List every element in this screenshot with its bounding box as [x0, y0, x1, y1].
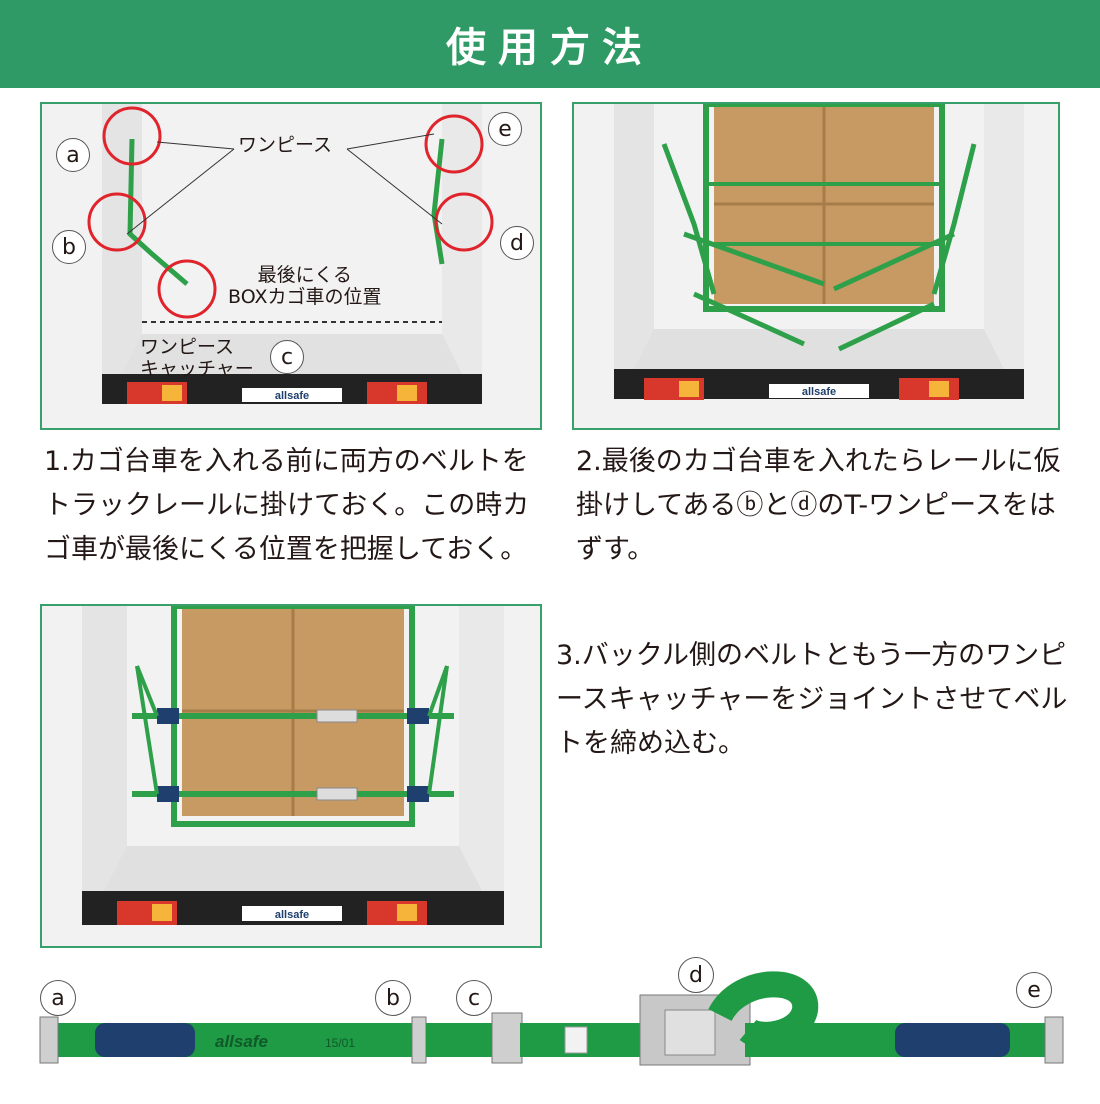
header-banner: 使用方法 [0, 0, 1100, 88]
step3-illustration: allsafe [40, 604, 542, 948]
badge-b: b [52, 230, 86, 264]
label-last-position: 最後にくる BOXカゴ車の位置 [228, 264, 382, 308]
strap-sleeve-right [895, 1023, 1010, 1057]
cage-cart [703, 104, 945, 312]
step1-text: 1.カゴ台車を入れる前に両方のベルトをトラックレールに掛けておく。この時カゴ車が… [44, 446, 530, 565]
highlight-e [424, 114, 484, 174]
strap-badge-b: b [375, 980, 411, 1016]
highlight-a [102, 106, 162, 166]
truck-empty-illustration: allsafe [42, 104, 540, 428]
highlight-c [157, 259, 217, 319]
strap-sleeve-left [95, 1023, 195, 1057]
ratchet-strap-illustration: allsafe 15/01 [39, 971, 1064, 1066]
step3-text: 3.バックル側のベルトともう一方のワンピースキャッチャーをジョイントさせてベルト… [556, 640, 1068, 759]
highlight-b [87, 192, 147, 252]
step2-text: 2.最後のカゴ台車を入れたらレールに仮掛けしてあるⓑとⓓのT-ワンピースをはずす… [576, 446, 1061, 565]
highlight-d [434, 192, 494, 252]
strap-brand: allsafe [215, 1032, 268, 1051]
page-title: 使用方法 [446, 25, 654, 71]
right-strap [431, 138, 445, 265]
strap-badge-e: e [1016, 972, 1052, 1008]
badge-c: c [270, 340, 304, 374]
truck-brand: allsafe [275, 390, 309, 402]
strap-code: 15/01 [325, 1036, 355, 1050]
badge-e: e [488, 112, 522, 146]
catcher-c [491, 1012, 523, 1064]
label-onepiece: ワンピース [238, 134, 333, 156]
strap-badge-c: c [456, 980, 492, 1016]
step1-illustration: allsafe ワンピース 最後にくる BOXカゴ車の位置 ワンピース キャッチ… [40, 102, 542, 430]
end-fitting-b [411, 1016, 427, 1064]
truck-brand: allsafe [802, 386, 836, 398]
badge-d: d [500, 226, 534, 260]
truck-brand: allsafe [275, 909, 309, 921]
strap-badge-a: a [40, 980, 76, 1016]
label-catcher: ワンピース キャッチャー [140, 336, 254, 380]
badge-a: a [56, 138, 90, 172]
strap-badge-d: d [678, 957, 714, 993]
truck-secured-illustration: allsafe [42, 606, 540, 946]
strap-diagram: allsafe 15/01 a b c d e [0, 955, 1100, 1100]
truck-loaded-illustration: allsafe [574, 104, 1058, 428]
end-fitting-a [39, 1016, 59, 1064]
step2-illustration: allsafe [572, 102, 1060, 430]
end-fitting-e [1044, 1016, 1064, 1064]
